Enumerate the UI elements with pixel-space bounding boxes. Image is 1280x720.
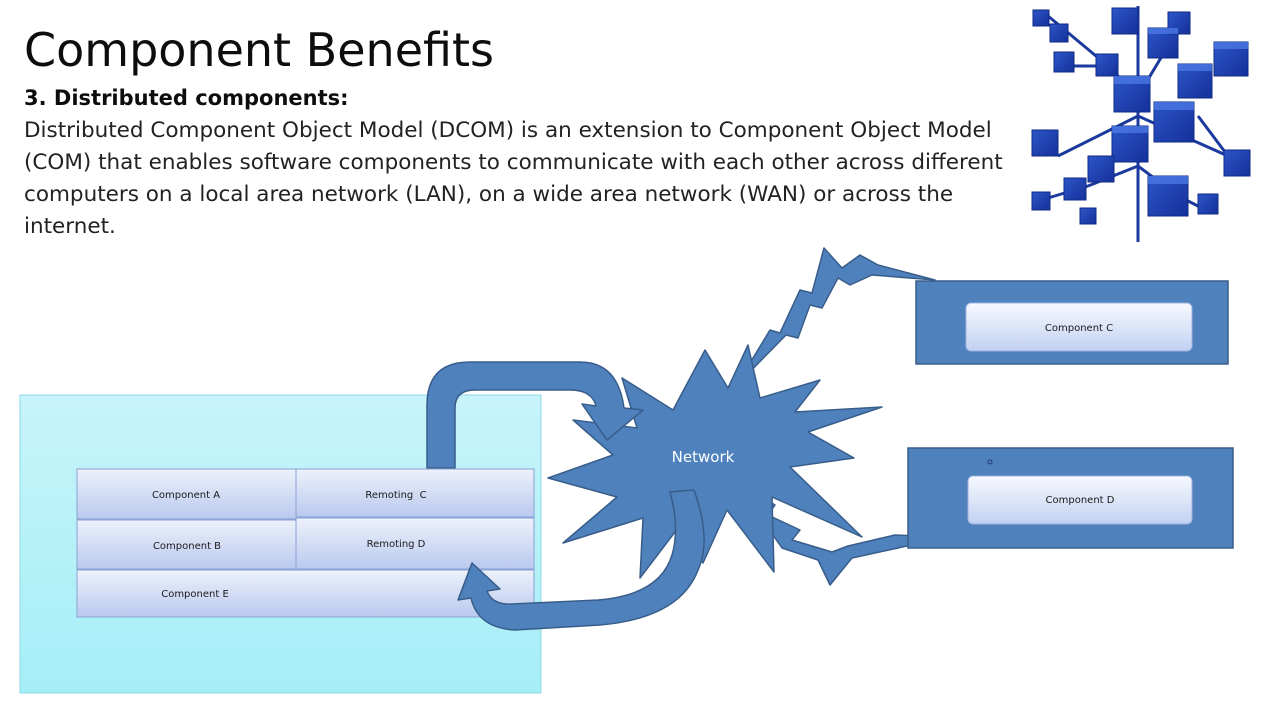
- slide-title: Component Benefits: [24, 23, 494, 77]
- dot-marker: [987, 459, 993, 465]
- component-c-box: [965, 302, 1193, 352]
- component-e-box: [76, 569, 535, 618]
- network-cloud: [547, 344, 883, 579]
- component-c-label: Component C: [1045, 323, 1113, 334]
- remoting-c-label: Remoting C: [365, 490, 426, 501]
- component-d-box: [967, 475, 1193, 525]
- arrow-remoting-c-to-network: [426, 361, 644, 469]
- remoting-d-box: [295, 517, 535, 570]
- component-a-label: Component A: [152, 490, 220, 501]
- network-cubes-icon: [1031, 6, 1251, 242]
- component-e-label: Component E: [161, 589, 229, 600]
- component-a-box: [76, 468, 297, 520]
- component-b-label: Component B: [153, 541, 221, 552]
- component-d-label: Component D: [1046, 495, 1115, 506]
- slide-body-text: Distributed Component Object Model (DCOM…: [24, 118, 1003, 239]
- arrow-network-to-remoting-d: [457, 489, 705, 631]
- remoting-d-label: Remoting D: [367, 539, 426, 550]
- slide-subtitle: 3. Distributed components:: [24, 86, 349, 110]
- network-label: Network: [672, 448, 735, 466]
- remoting-c-box: [295, 468, 535, 518]
- lightning-bolt-to-component-c: [735, 247, 936, 387]
